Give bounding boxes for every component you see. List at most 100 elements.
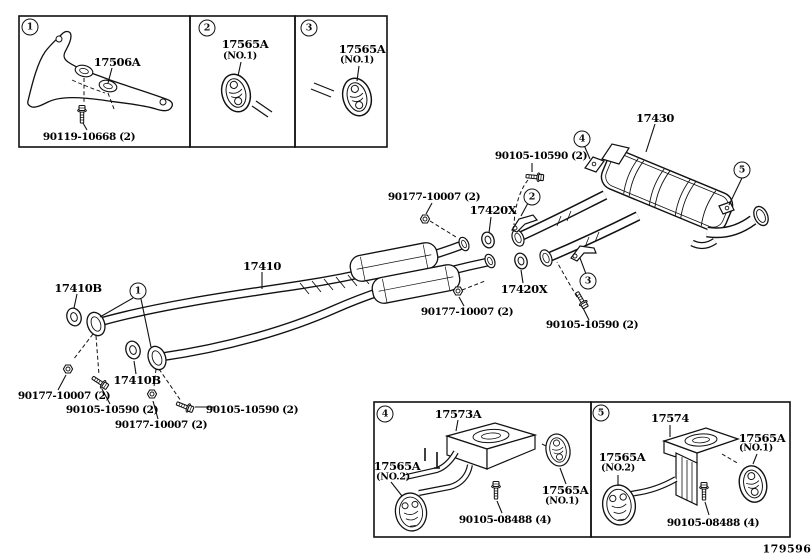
label-17565a-box3: 17565A bbox=[338, 42, 386, 56]
pipe-1-inlet-flange bbox=[86, 311, 106, 337]
label-17565a-box5-no1-sub: (NO.1) bbox=[738, 442, 774, 454]
label-bolt-left-2: 90105-10590 (2) bbox=[205, 404, 299, 416]
label-17410b-1: 17410B bbox=[54, 281, 102, 295]
tailpipe-fill bbox=[706, 216, 756, 237]
inset-box-5 bbox=[590, 401, 791, 538]
bolt-alignment-dashes bbox=[83, 78, 115, 110]
support-bracket-17506a-art bbox=[27, 30, 173, 131]
bracket-hole-right bbox=[159, 98, 167, 106]
bolt-icon-left-2 bbox=[174, 398, 196, 415]
muffler-inlet-pipe-b-fill bbox=[545, 212, 640, 262]
bolt-icon-left-1 bbox=[89, 373, 111, 392]
callout-box-4: 4 bbox=[376, 405, 394, 423]
hanger-no2-icon-box4 bbox=[392, 490, 430, 534]
direction-slashes bbox=[310, 82, 335, 98]
bracket-grommet-2 bbox=[98, 79, 118, 93]
nut-icon-mid bbox=[452, 286, 464, 296]
bracket-plate-hole bbox=[472, 428, 510, 444]
label-nut-left-1: 90177-10007 (2) bbox=[17, 390, 111, 402]
bracket-pins bbox=[424, 448, 440, 469]
callout-box-5: 5 bbox=[592, 404, 610, 422]
bracket-rod-fill bbox=[620, 477, 677, 498]
pipe-2-inlet-flange bbox=[147, 345, 167, 371]
muffler-17430-art bbox=[511, 143, 769, 267]
bolt-icon-box4 bbox=[491, 480, 501, 500]
label-17565a-box4-no2: 17565A bbox=[373, 459, 421, 473]
callout-main-5: 5 bbox=[733, 161, 751, 179]
label-17565a-box5-no1: 17565A bbox=[738, 431, 786, 445]
label-17565a-box2-sub: (NO.1) bbox=[222, 50, 258, 62]
label-17506a: 17506A bbox=[93, 55, 141, 69]
bracket-grommet-1 bbox=[74, 64, 94, 78]
bracket-outline bbox=[27, 30, 173, 112]
label-17565a-box4-no1-sub: (NO.1) bbox=[544, 495, 580, 507]
callout-main-1: 1 bbox=[129, 282, 147, 300]
exhaust-hanger-icon bbox=[337, 74, 377, 120]
label-17565a-box2: 17565A bbox=[221, 37, 269, 51]
gasket-17420x-1 bbox=[481, 231, 495, 249]
callout-main-3: 3 bbox=[579, 272, 597, 290]
hanger-no1-icon-box5 bbox=[735, 462, 771, 506]
pipe-overlap-hatch bbox=[299, 272, 370, 295]
muffler-body bbox=[600, 150, 734, 232]
gasket-17410b-1 bbox=[66, 307, 82, 327]
label-bolt-left-1: 90105-10590 (2) bbox=[65, 404, 159, 416]
gasket-17410b-2 bbox=[125, 340, 141, 360]
bolt-icon-top bbox=[525, 171, 545, 183]
resonator-2 bbox=[371, 264, 461, 304]
label-17573a: 17573A bbox=[434, 407, 482, 421]
callout-box-2: 2 bbox=[198, 19, 216, 37]
nut-icon-left-2 bbox=[146, 389, 158, 399]
label-17410: 17410 bbox=[242, 259, 282, 273]
label-17574: 17574 bbox=[650, 411, 690, 425]
label-17410b-2: 17410B bbox=[113, 373, 161, 387]
box4-leader-lines bbox=[390, 419, 567, 514]
muffler-top-tab bbox=[601, 143, 630, 165]
muffler-rear-bracket bbox=[718, 201, 735, 215]
nut-icon-left-1 bbox=[62, 364, 74, 374]
label-leader-lines bbox=[57, 123, 743, 420]
figure-code: 179596 bbox=[762, 542, 811, 556]
label-17565a-box4-no2-sub: (NO.2) bbox=[375, 471, 411, 483]
hanger-no2-icon-box5 bbox=[599, 482, 639, 528]
label-nut-mid: 90177-10007 (2) bbox=[420, 306, 514, 318]
box1-leader-lines bbox=[82, 67, 113, 131]
tailpipe-tip bbox=[753, 205, 769, 227]
hanger-strap-3 bbox=[570, 245, 597, 262]
pipe-2-tip-flange bbox=[484, 253, 496, 269]
callout-main-4: 4 bbox=[573, 130, 591, 148]
label-90119-10668: 90119-10668 (2) bbox=[42, 131, 136, 143]
hanger-box3-art bbox=[310, 65, 377, 120]
exhaust-hanger-icon bbox=[216, 70, 256, 116]
direction-slashes bbox=[251, 100, 273, 118]
bracket-rod-2-fill bbox=[418, 464, 472, 495]
callout-main-2: 2 bbox=[523, 188, 541, 206]
callout-box-3: 3 bbox=[300, 19, 318, 37]
label-bolt-box5: 90105-08488 (4) bbox=[666, 517, 760, 529]
hanger-strap-2 bbox=[511, 214, 539, 233]
hanger-no1-icon-box4 bbox=[542, 431, 574, 469]
inset-box-3 bbox=[294, 15, 388, 148]
label-bolt-right: 90105-10590 (2) bbox=[545, 319, 639, 331]
bracket-17573a-art bbox=[390, 419, 574, 534]
bolt-icon-right bbox=[572, 289, 591, 311]
muffler-front-bracket bbox=[584, 156, 605, 173]
hanger-box2-art bbox=[216, 61, 273, 118]
gasket-17420x-2 bbox=[514, 252, 528, 270]
label-17565a-box5-no2: 17565A bbox=[598, 450, 646, 464]
bolt-icon-box5 bbox=[699, 481, 709, 501]
heat-shield-ticks bbox=[556, 210, 600, 248]
label-17430: 17430 bbox=[635, 111, 675, 125]
bracket-hole-left bbox=[55, 35, 63, 43]
label-nut-left-2: 90177-10007 (2) bbox=[114, 419, 208, 431]
muffler-inlet-pipe-a-fill bbox=[517, 191, 607, 241]
tail-stub-fill bbox=[690, 239, 717, 248]
inset-box-frames bbox=[18, 15, 791, 538]
nut-icon-top bbox=[419, 214, 431, 224]
label-nut-top: 90177-10007 (2) bbox=[387, 191, 481, 203]
pipe-1-tip-flange bbox=[458, 236, 470, 252]
label-17565a-box4-no1: 17565A bbox=[541, 483, 589, 497]
bolt-icon-box1 bbox=[77, 104, 87, 124]
